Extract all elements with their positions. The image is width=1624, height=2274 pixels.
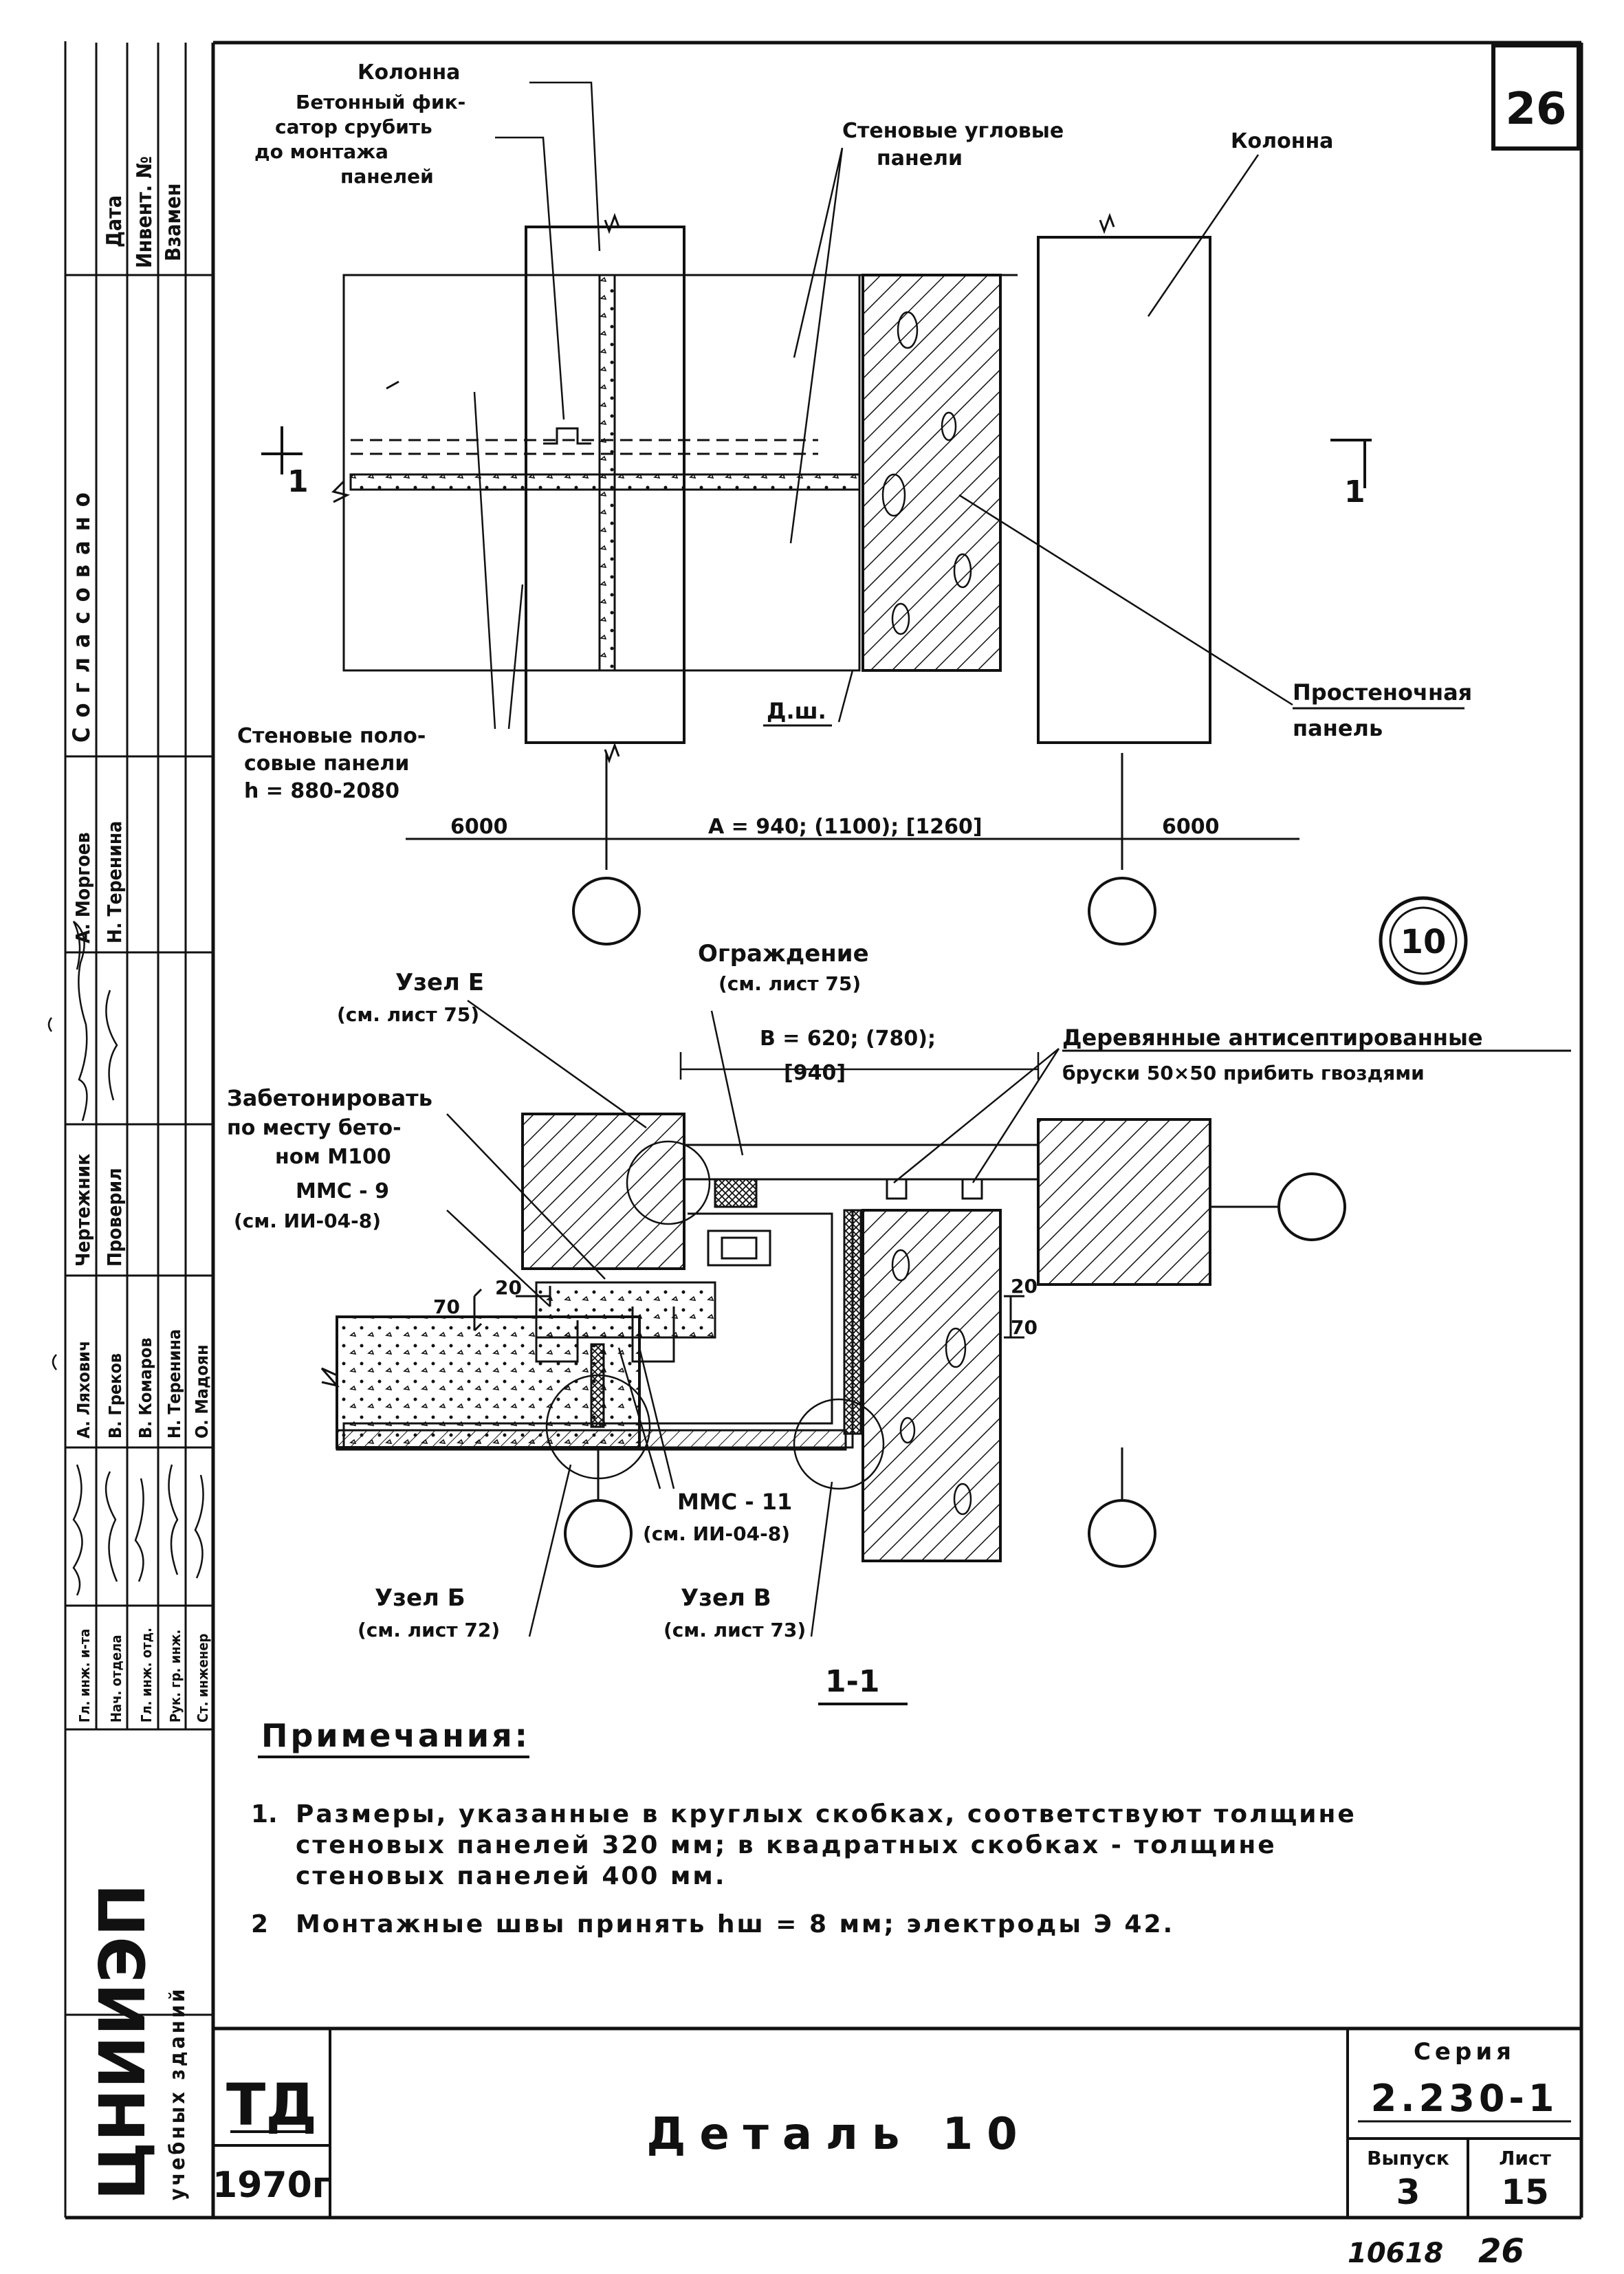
org-subtitle: учебных зданий bbox=[166, 1987, 190, 2200]
label-mms9-1: ММС - 9 bbox=[296, 1179, 389, 1203]
dim-left: 6000 bbox=[450, 815, 508, 839]
label-strip-panels-1: Стеновые поло- bbox=[237, 724, 426, 748]
section-mark-left: 1 bbox=[287, 464, 309, 499]
title-block-text: ТД 1970г Деталь 10 Серия 2.230-1 Выпуск … bbox=[212, 2038, 1571, 2212]
label-pier-panel-2: панель bbox=[1293, 715, 1383, 741]
label-dim-b-2: [940] bbox=[784, 1061, 846, 1085]
stamp-role-b3: Гл. инж. отд. bbox=[138, 1628, 155, 1723]
sheet-number-box: 26 bbox=[1491, 43, 1581, 151]
dim-right: 6000 bbox=[1162, 815, 1220, 839]
label-fixator-3: до монтажа bbox=[254, 140, 388, 163]
stamp-name-4: Н. Теренина bbox=[164, 1329, 184, 1439]
label-strip-panels-2: совые панели bbox=[244, 752, 409, 776]
stamp-name-3: В. Комаров bbox=[135, 1337, 155, 1439]
plan-labels: Колонна Бетонный фик- сатор срубить до м… bbox=[237, 61, 1472, 839]
label-concrete-3: ном М100 bbox=[275, 1145, 391, 1169]
stamp-agreed: Согласовано bbox=[68, 483, 96, 743]
label-pier-panel-1: Простеночная bbox=[1293, 679, 1472, 706]
detail-mark-number: 10 bbox=[1401, 923, 1447, 961]
stamp-drafter-1: А. Моргоев bbox=[72, 832, 94, 943]
stamp-role-b1: Гл. инж. и-та bbox=[76, 1629, 93, 1723]
label-mms11-2: (см. ИИ-04-8) bbox=[643, 1522, 790, 1545]
label-node-v-1: Узел В bbox=[681, 1584, 771, 1612]
detail-mark: 10 bbox=[1379, 896, 1468, 985]
label-node-e-2: (см. лист 75) bbox=[337, 1003, 479, 1026]
stamp-name-1: А. Ляхович bbox=[74, 1341, 94, 1439]
footer-page: 26 bbox=[1478, 2232, 1524, 2271]
section-view bbox=[320, 999, 1346, 1637]
stamp-role-b2: Нач. отдела bbox=[108, 1635, 124, 1723]
label-fence-1: Ограждение bbox=[698, 940, 869, 967]
sheet-number: 26 bbox=[1505, 84, 1566, 135]
side-stamp-text: Дата Инвент. № Взамен Согласовано А. Мор… bbox=[68, 156, 212, 2200]
dim-a: А = 940; (1100); [1260] bbox=[708, 815, 983, 839]
label-concrete-1: Забетонировать bbox=[227, 1085, 432, 1111]
label-fixator-1: Бетонный фик- bbox=[296, 91, 465, 113]
label-strip-panels-3: h = 880-2080 bbox=[244, 779, 399, 803]
stamp-date: Дата bbox=[102, 195, 127, 248]
signatures bbox=[47, 921, 204, 1596]
notes: Примечания: 1. Размеры, указанные в круг… bbox=[251, 1717, 1357, 1938]
stamp-name-5: О. Мадоян bbox=[192, 1344, 212, 1439]
note-1-line-3: стеновых панелей 400 мм. bbox=[296, 1862, 727, 1890]
label-node-v-2: (см. лист 73) bbox=[663, 1619, 806, 1641]
label-mms11-1: ММС - 11 bbox=[677, 1489, 792, 1515]
td-mark: ТД bbox=[226, 2071, 317, 2139]
stamp-role-b4: Рук. гр. инж. bbox=[167, 1630, 184, 1723]
dim-20-right: 20 bbox=[1011, 1275, 1038, 1298]
series-value: 2.230-1 bbox=[1371, 2077, 1559, 2120]
sheet-frame bbox=[64, 41, 1583, 2220]
drawing-title: Деталь 10 bbox=[646, 2109, 1031, 2160]
label-node-e-1: Узел Е bbox=[395, 969, 484, 996]
stamp-role-drafter: Чертежник bbox=[72, 1154, 94, 1267]
note-2-number: 2 bbox=[251, 1910, 268, 1938]
notes-heading: Примечания: bbox=[261, 1717, 530, 1754]
label-corner-panels-1: Стеновые угловые bbox=[842, 119, 1064, 143]
label-dsh: Д.ш. bbox=[767, 698, 826, 724]
label-fixator-2: сатор срубить bbox=[275, 116, 432, 138]
section-title: 1-1 bbox=[825, 1664, 880, 1699]
dim-70-left: 70 bbox=[433, 1295, 460, 1318]
stamp-role-b5: Ст. инженер bbox=[195, 1633, 211, 1723]
label-fixator-4: панелей bbox=[340, 165, 434, 188]
label-column-right: Колонна bbox=[1231, 129, 1333, 153]
side-stamp bbox=[65, 43, 213, 1731]
stamp-inventory: Инвент. № bbox=[133, 156, 157, 268]
label-node-b-1: Узел Б bbox=[375, 1584, 465, 1612]
title-block bbox=[213, 2026, 1581, 2218]
sheet-label: Лист bbox=[1499, 2147, 1551, 2169]
issue-value: 3 bbox=[1396, 2172, 1420, 2212]
footer-inventory: 10618 bbox=[1348, 2238, 1443, 2269]
label-wood-1: Деревянные антисептированные bbox=[1062, 1025, 1483, 1051]
org-name: ЦНИИЭП bbox=[86, 1883, 160, 2200]
label-column-left: Колонна bbox=[358, 61, 460, 85]
note-1-line-1: Размеры, указанные в круглых скобках, со… bbox=[296, 1800, 1357, 1828]
stamp-replaces: Взамен bbox=[162, 184, 186, 261]
year: 1970г bbox=[212, 2165, 331, 2206]
issue-label: Выпуск bbox=[1367, 2147, 1449, 2169]
plan-view bbox=[261, 81, 1372, 945]
note-1-number: 1. bbox=[251, 1800, 278, 1828]
stamp-role-checked: Проверил bbox=[103, 1168, 126, 1267]
dim-20-left: 20 bbox=[495, 1276, 522, 1299]
stamp-name-2: В. Греков bbox=[105, 1353, 125, 1439]
label-mms9-2: (см. ИИ-04-8) bbox=[234, 1210, 381, 1232]
dim-70-right: 70 bbox=[1011, 1316, 1038, 1339]
label-corner-panels-2: панели bbox=[877, 146, 963, 171]
label-concrete-2: по месту бето- bbox=[227, 1116, 402, 1140]
section-mark-right: 1 bbox=[1344, 474, 1365, 510]
section-labels: Узел Е (см. лист 75) Ограждение (см. лис… bbox=[227, 940, 1571, 1705]
series-label: Серия bbox=[1414, 2038, 1515, 2066]
footer: 10618 26 bbox=[1348, 2232, 1524, 2271]
label-node-b-2: (см. лист 72) bbox=[358, 1619, 500, 1641]
sheet-value: 15 bbox=[1501, 2172, 1549, 2212]
note-2-line-1: Монтажные швы принять hш = 8 мм; электро… bbox=[296, 1910, 1174, 1938]
label-dim-b-1: В = 620; (780); bbox=[760, 1027, 936, 1051]
note-1-line-2: стеновых панелей 320 мм; в квадратных ск… bbox=[296, 1831, 1277, 1859]
stamp-drafter-2: Н. Теренина bbox=[103, 821, 126, 943]
label-fence-2: (см. лист 75) bbox=[718, 972, 861, 995]
label-wood-2: бруски 50×50 прибить гвоздями bbox=[1062, 1062, 1425, 1084]
